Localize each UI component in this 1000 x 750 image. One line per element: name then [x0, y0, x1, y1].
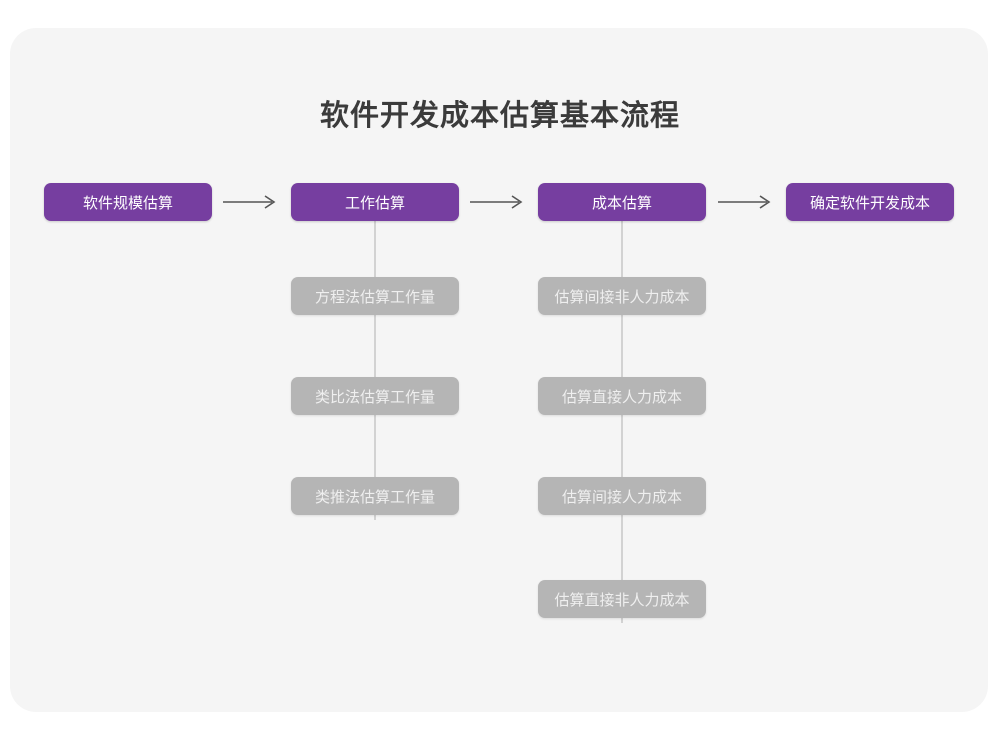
flow-step-work-estimation[interactable]: 工作估算: [291, 183, 459, 221]
diagram-card: [10, 28, 988, 712]
work-method-inference[interactable]: 类推法估算工作量: [291, 477, 459, 515]
work-method-equation[interactable]: 方程法估算工作量: [291, 277, 459, 315]
cost-item-indirect-labor[interactable]: 估算间接人力成本: [538, 477, 706, 515]
flow-step-determine-development-cost[interactable]: 确定软件开发成本: [786, 183, 954, 221]
flow-arrow-1-icon: [216, 183, 286, 221]
connector-line-work-estimation: [374, 218, 376, 520]
flow-step-software-size-estimation[interactable]: 软件规模估算: [44, 183, 212, 221]
work-method-analogy[interactable]: 类比法估算工作量: [291, 377, 459, 415]
connector-line-cost-estimation: [621, 218, 623, 623]
flow-step-cost-estimation[interactable]: 成本估算: [538, 183, 706, 221]
page-title: 软件开发成本估算基本流程: [319, 100, 680, 132]
cost-item-direct-labor[interactable]: 估算直接人力成本: [538, 377, 706, 415]
cost-item-direct-non-labor[interactable]: 估算直接非人力成本: [538, 580, 706, 618]
flow-arrow-3-icon: [711, 183, 781, 221]
flow-arrow-2-icon: [463, 183, 533, 221]
cost-item-indirect-non-labor[interactable]: 估算间接非人力成本: [538, 277, 706, 315]
